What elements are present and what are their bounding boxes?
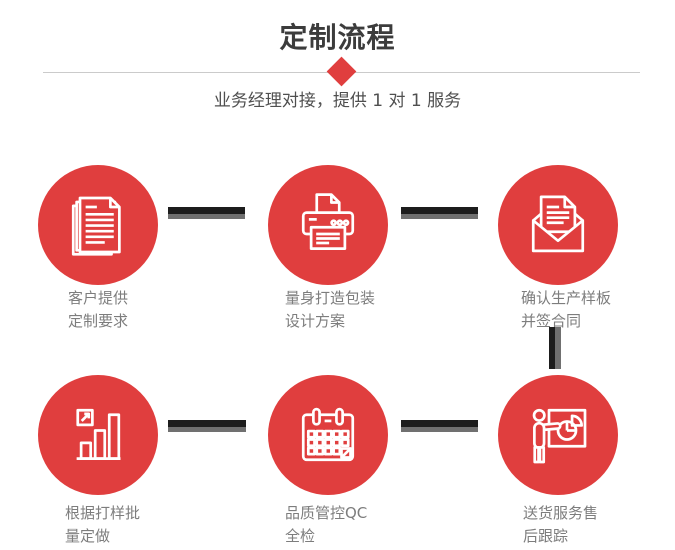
- connector-gray-bar: [401, 214, 478, 219]
- step-3-label: 确认生产样板 并签合同: [521, 287, 611, 333]
- envelope-icon: [531, 195, 585, 253]
- connector-step2-step3: [401, 207, 478, 219]
- connector-dark-bar: [549, 327, 555, 369]
- step-1-label: 客户提供 定制要求: [68, 287, 128, 333]
- bar-chart-icon: [76, 408, 121, 460]
- step-4-label: 根据打样批 量定做: [65, 502, 140, 548]
- step-5-label: 品质管控QC 全检: [285, 502, 367, 548]
- step-4-circle: [38, 375, 158, 495]
- connector-gray-bar: [168, 214, 245, 219]
- documents-icon: [71, 196, 121, 256]
- printer-icon: [301, 193, 355, 250]
- step-5-label-line1: 品质管控QC: [285, 504, 368, 522]
- step-6-label: 送货服务售 后跟踪: [523, 502, 598, 548]
- connector-step4-step5: [168, 420, 246, 432]
- step-4-label-line2: 量定做: [65, 527, 111, 545]
- connector-dark-bar: [401, 207, 478, 214]
- step-1-label-line1: 客户提供: [68, 289, 129, 307]
- connector-dark-bar: [401, 420, 478, 427]
- step-6-circle: [498, 375, 618, 495]
- step-1-label-line2: 定制要求: [68, 312, 129, 330]
- presentation-icon: [532, 408, 587, 464]
- calendar-icon: [301, 407, 355, 462]
- connector-gray-bar: [555, 327, 561, 369]
- step-6-label-line2: 后跟踪: [523, 527, 569, 545]
- connector-gray-bar: [168, 427, 246, 432]
- step-5-label-line2: 全检: [285, 527, 316, 545]
- step-1-circle: [38, 165, 158, 285]
- step-3-label-line2: 并签合同: [521, 312, 582, 330]
- step-2-label-line1: 量身打造包装: [285, 289, 376, 307]
- step-2-label: 量身打造包装 设计方案: [285, 287, 375, 333]
- step-2-circle: [268, 165, 388, 285]
- connector-dark-bar: [168, 420, 246, 427]
- page-title: 定制流程: [279, 21, 396, 54]
- subtitle: 业务经理对接，提供 1 对 1 服务: [213, 91, 462, 111]
- diamond-marker-icon: [326, 56, 357, 87]
- step-3-label-line1: 确认生产样板: [521, 289, 612, 307]
- step-3-circle: [498, 165, 618, 285]
- step-4-label-line1: 根据打样批: [65, 504, 141, 522]
- connector-step5-step6: [401, 420, 478, 432]
- step-2-label-line2: 设计方案: [285, 312, 346, 330]
- step-5-circle: [268, 375, 388, 495]
- connector-dark-bar: [168, 207, 245, 214]
- connector-step1-step2: [168, 207, 245, 219]
- connector-step3-step6: [549, 327, 561, 369]
- connector-gray-bar: [401, 427, 478, 432]
- step-6-label-line1: 送货服务售: [523, 504, 599, 522]
